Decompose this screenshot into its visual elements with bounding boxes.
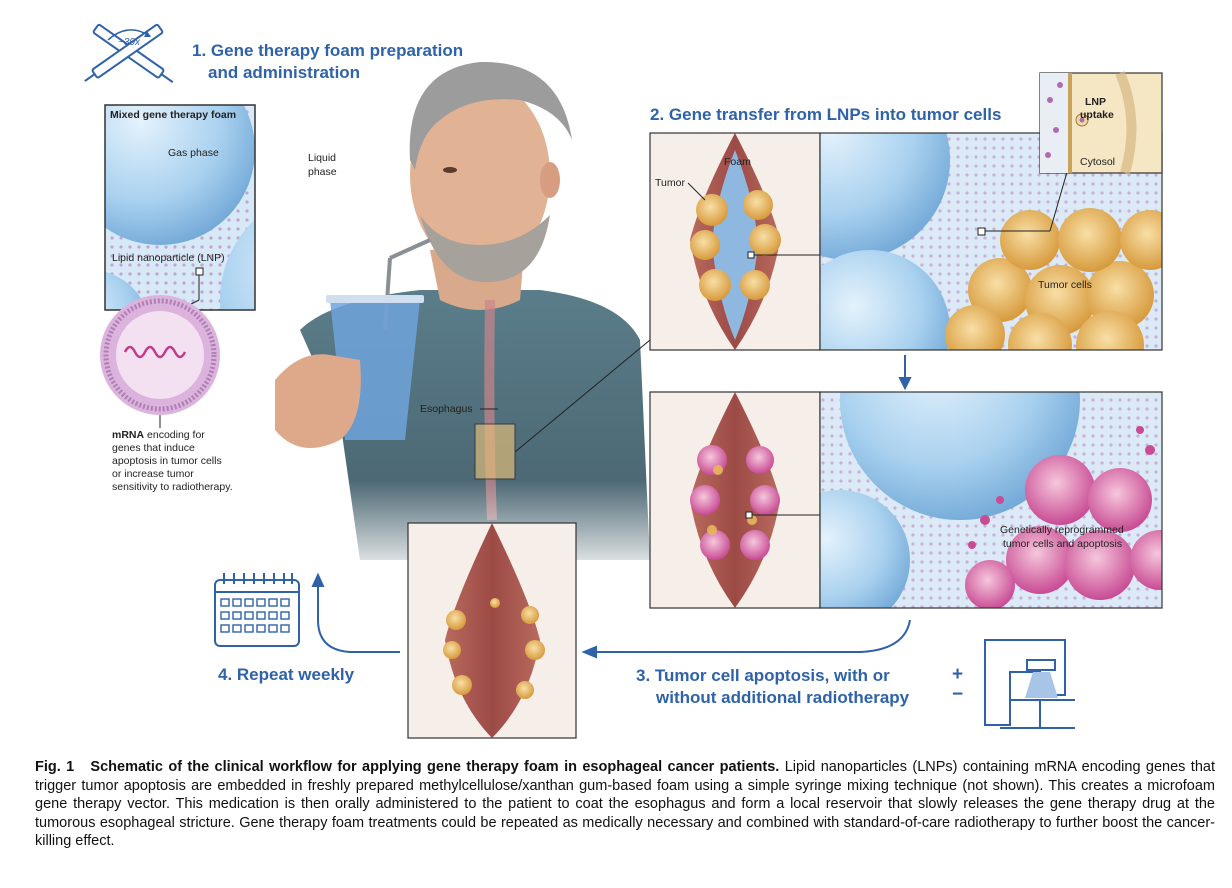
caption-fig-number: Fig. 1	[35, 759, 75, 775]
step1-title-line2: and administration	[208, 63, 361, 82]
cellular-view-bottom	[819, 391, 1163, 609]
reprogrammed-label-2: tumor cells and apoptosis	[1003, 538, 1123, 550]
step3-title-line1: 3. Tumor cell apoptosis, with or	[636, 666, 890, 685]
mixed-foam-panel	[104, 104, 256, 311]
tumor-cells-label: Tumor cells	[1038, 279, 1092, 291]
tumor-label: Tumor	[655, 177, 685, 189]
esophagus-callout	[474, 339, 651, 480]
workflow-illustration	[84, 23, 1163, 739]
workflow-arrows	[311, 355, 912, 659]
plus-sign: +	[952, 664, 964, 685]
step1-title-line1: 1. Gene therapy foam preparation	[192, 41, 464, 60]
minus-sign: −	[952, 684, 964, 705]
caption-body: Lipid nanoparticles (LNPs) containing mR…	[35, 759, 1215, 850]
lnp-uptake-label-2: uptake	[1080, 109, 1114, 121]
calendar-icon	[214, 573, 300, 647]
syringe-count: ~30x	[118, 37, 140, 48]
lnp-label: Lipid nanoparticle (LNP)	[112, 252, 225, 264]
step2-title: 2. Gene transfer from LNPs into tumor ce…	[650, 105, 1002, 124]
liquid-phase-label-2: phase	[308, 166, 337, 178]
radiotherapy-machine-icon	[984, 639, 1075, 729]
lnp-circle	[100, 295, 220, 428]
esophagus-panel-step4	[407, 522, 577, 739]
mrna-description: mRNA encoding for genes that induce apop…	[112, 429, 233, 493]
step3-title-line2: without additional radiotherapy	[656, 688, 910, 707]
lnp-uptake-label-1: LNP	[1085, 96, 1106, 108]
lnp-uptake-inset	[1039, 71, 1163, 175]
patient-figure	[275, 61, 660, 580]
caption-title: Schematic of the clinical workflow for a…	[90, 759, 780, 775]
gas-phase-label: Gas phase	[168, 147, 219, 159]
reprogrammed-label-1: Genetically reprogrammed	[1000, 524, 1124, 536]
syringe-icon	[84, 23, 174, 83]
liquid-phase-label-1: Liquid	[308, 152, 337, 164]
tumor-closeup-panel-top	[649, 132, 821, 351]
esophagus-label: Esophagus	[420, 403, 473, 415]
tumor-closeup-panel-bottom	[649, 391, 821, 609]
foam-label: Foam	[724, 156, 751, 168]
figure-caption: Fig. 1 Schematic of the clinical workflo…	[35, 758, 1215, 851]
cytosol-label: Cytosol	[1080, 156, 1116, 168]
step4-title: 4. Repeat weekly	[218, 665, 355, 684]
mixed-foam-label: Mixed gene therapy foam	[110, 109, 237, 121]
